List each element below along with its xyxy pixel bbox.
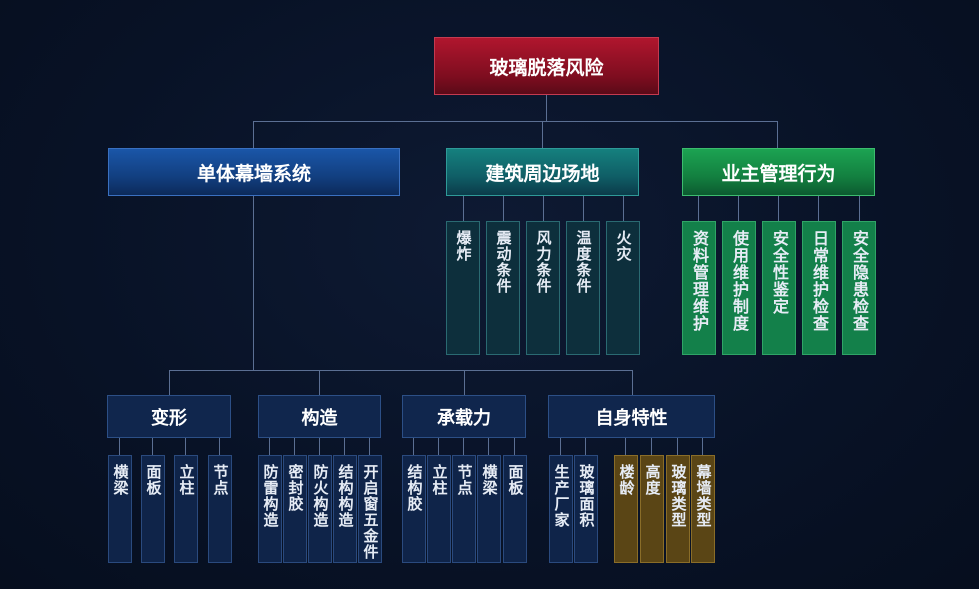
node-single-curtain-wall-system: 单体幕墙系统 — [108, 148, 400, 196]
connector-line — [438, 438, 439, 455]
connector-line — [777, 121, 778, 148]
leaf-node: 温度条件 — [566, 221, 600, 355]
connector-line — [319, 370, 320, 395]
node-deformation: 变形 — [107, 395, 231, 438]
node-intrinsic-properties: 自身特性 — [548, 395, 715, 438]
connector-line — [542, 121, 543, 148]
leaf-node: 爆炸 — [446, 221, 480, 355]
leaf-node: 立柱 — [174, 455, 198, 563]
connector-line — [463, 438, 464, 455]
connector-line — [698, 196, 699, 221]
connector-line — [560, 438, 561, 455]
leaf-node: 开启窗五金件 — [358, 455, 382, 563]
leaf-node: 节点 — [452, 455, 476, 563]
node-construction: 构造 — [258, 395, 381, 438]
leaf-node: 防火构造 — [308, 455, 332, 563]
connector-line — [514, 438, 515, 455]
connector-line — [702, 438, 703, 455]
connector-line — [818, 196, 819, 221]
leaf-node: 使用维护制度 — [722, 221, 756, 355]
connector-line — [651, 438, 652, 455]
leaf-node: 面板 — [503, 455, 527, 563]
leaf-node: 火灾 — [606, 221, 640, 355]
connector-line — [169, 370, 633, 371]
node-building-surroundings: 建筑周边场地 — [446, 148, 639, 196]
connector-line — [464, 370, 465, 395]
leaf-node: 结构构造 — [333, 455, 357, 563]
leaf-node: 密封胶 — [283, 455, 307, 563]
leaf-node: 横梁 — [477, 455, 501, 563]
connector-line — [219, 438, 220, 455]
leaf-node: 玻璃类型 — [666, 455, 690, 563]
connector-line — [488, 438, 489, 455]
connector-line — [319, 438, 320, 455]
connector-line — [543, 196, 544, 221]
leaf-node: 防雷构造 — [258, 455, 282, 563]
connector-line — [738, 196, 739, 221]
leaf-node: 节点 — [208, 455, 232, 563]
connector-line — [583, 196, 584, 221]
connector-line — [294, 438, 295, 455]
connector-line — [253, 121, 778, 122]
leaf-node: 玻璃面积 — [574, 455, 598, 563]
connector-line — [369, 438, 370, 455]
leaf-node: 震动条件 — [486, 221, 520, 355]
connector-line — [677, 438, 678, 455]
connector-line — [253, 121, 254, 148]
connector-line — [344, 438, 345, 455]
connector-line — [152, 438, 153, 455]
connector-line — [623, 196, 624, 221]
connector-line — [546, 95, 547, 122]
leaf-node: 生产厂家 — [549, 455, 573, 563]
connector-line — [463, 196, 464, 221]
leaf-node: 楼龄 — [614, 455, 638, 563]
connector-line — [859, 196, 860, 221]
leaf-node: 资料管理维护 — [682, 221, 716, 355]
leaf-node: 立柱 — [427, 455, 451, 563]
connector-line — [119, 438, 120, 455]
leaf-node: 横梁 — [108, 455, 132, 563]
node-owner-management: 业主管理行为 — [682, 148, 875, 196]
leaf-node: 风力条件 — [526, 221, 560, 355]
connector-line — [625, 438, 626, 455]
connector-line — [185, 438, 186, 455]
connector-line — [585, 438, 586, 455]
connector-line — [253, 196, 254, 370]
connector-line — [778, 196, 779, 221]
connector-line — [413, 438, 414, 455]
leaf-node: 安全隐患检查 — [842, 221, 876, 355]
connector-line — [169, 370, 170, 395]
leaf-node: 幕墙类型 — [691, 455, 715, 563]
leaf-node: 日常维护检查 — [802, 221, 836, 355]
leaf-node: 安全性鉴定 — [762, 221, 796, 355]
leaf-node: 面板 — [141, 455, 165, 563]
leaf-node: 结构胶 — [402, 455, 426, 563]
connector-line — [632, 370, 633, 395]
root-node: 玻璃脱落风险 — [434, 37, 659, 95]
node-bearing-capacity: 承载力 — [402, 395, 526, 438]
connector-line — [269, 438, 270, 455]
connector-line — [503, 196, 504, 221]
leaf-node: 高度 — [640, 455, 664, 563]
